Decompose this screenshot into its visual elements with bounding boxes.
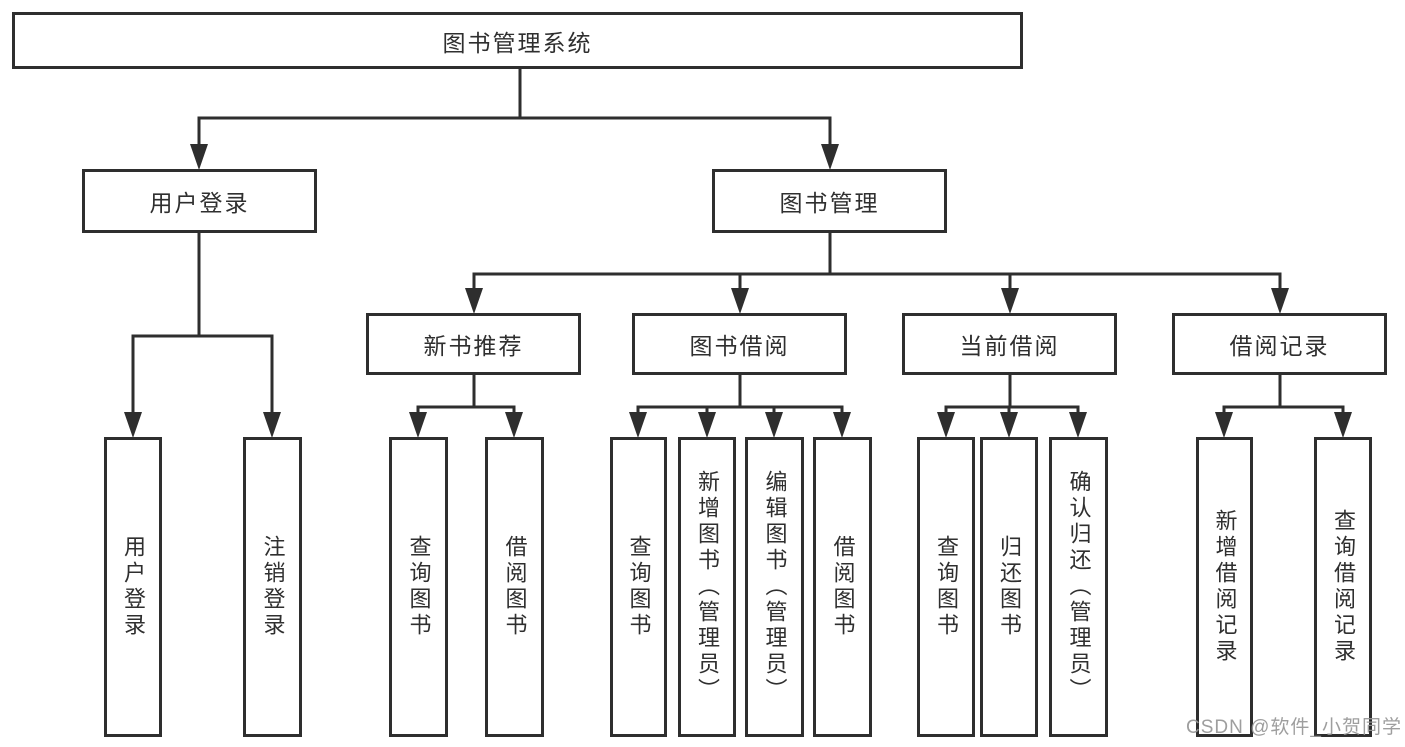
leaf-borrow-books: 借阅图书	[813, 437, 872, 737]
leaf-logout: 注销登录	[243, 437, 302, 737]
arrowhead-icons	[124, 144, 1352, 438]
node-new-book-recommend: 新书推荐	[366, 313, 581, 375]
leaf-return-books: 归还图书	[980, 437, 1038, 737]
leaf-current-query-books: 查询图书	[917, 437, 975, 737]
leaf-edit-books-admin: 编辑图书（管理员）	[745, 437, 804, 737]
leaf-query-borrow-record: 查询借阅记录	[1314, 437, 1372, 737]
csdn-watermark: CSDN @软件_小贺同学	[1186, 717, 1402, 738]
node-book-management: 图书管理	[712, 169, 947, 233]
node-current-borrow: 当前借阅	[902, 313, 1117, 375]
node-root: 图书管理系统	[12, 12, 1023, 69]
leaf-borrow-query-books: 查询图书	[610, 437, 667, 737]
leaf-user-login: 用户登录	[104, 437, 162, 737]
leaf-add-borrow-record: 新增借阅记录	[1196, 437, 1253, 737]
node-book-borrow: 图书借阅	[632, 313, 847, 375]
leaf-add-books-admin: 新增图书（管理员）	[678, 437, 736, 737]
node-user-login: 用户登录	[82, 169, 317, 233]
leaf-recommend-query-books: 查询图书	[389, 437, 448, 737]
node-borrow-records: 借阅记录	[1172, 313, 1387, 375]
leaf-confirm-return-admin: 确认归还（管理员）	[1049, 437, 1108, 737]
leaf-recommend-borrow-books: 借阅图书	[485, 437, 544, 737]
